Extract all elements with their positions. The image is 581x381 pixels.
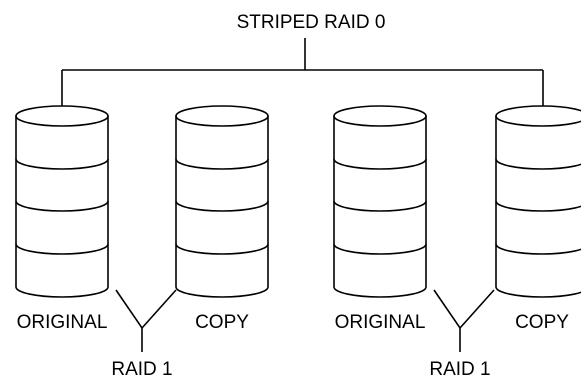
raid0-connector <box>61 38 544 106</box>
disk-copy-1 <box>175 105 269 298</box>
disk-label-copy-1: COPY <box>195 312 249 333</box>
disk-label-copy-2: COPY <box>515 312 569 333</box>
disk-original-1 <box>15 105 109 298</box>
striped-raid0-label: STRIPED RAID 0 <box>237 12 386 33</box>
raid1-connector-1 <box>115 289 177 330</box>
disk-original-2 <box>333 105 427 298</box>
raid1-label-1: RAID 1 <box>111 359 172 380</box>
raid1-connector-2 <box>433 289 495 330</box>
disk-label-original-1: ORIGINAL <box>17 312 108 333</box>
disk-copy-2 <box>495 105 581 298</box>
raid1-label-2: RAID 1 <box>429 359 490 380</box>
disk-label-original-2: ORIGINAL <box>335 312 426 333</box>
